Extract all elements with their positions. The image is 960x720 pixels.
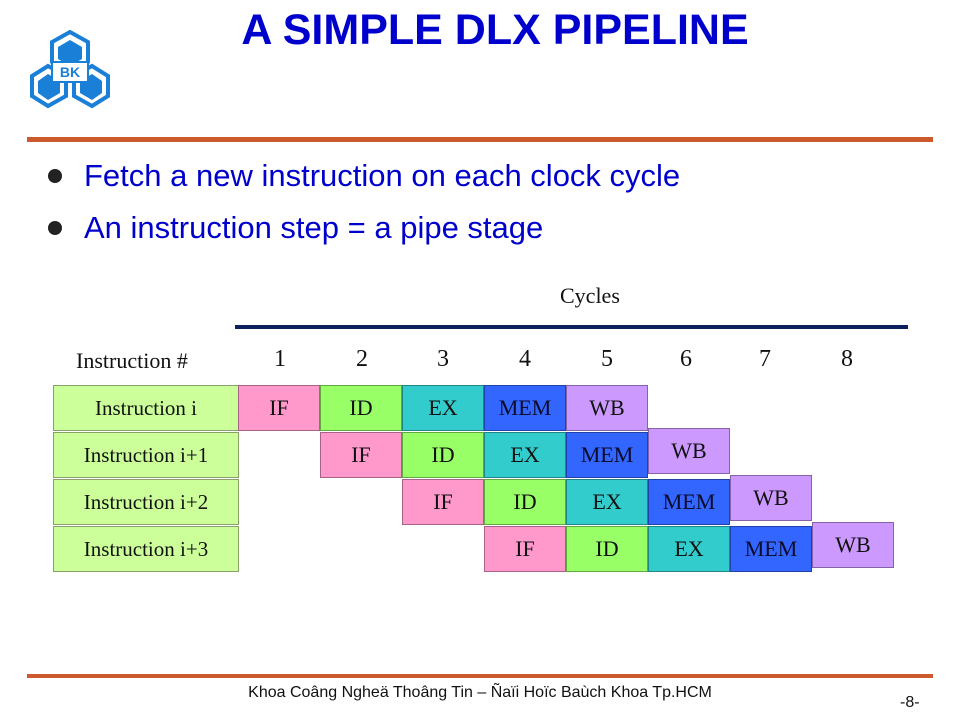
stage-id: ID: [566, 526, 648, 572]
stage-wb: WB: [730, 475, 812, 521]
cycle-number-1: 1: [274, 346, 286, 372]
stage-wb: WB: [648, 428, 730, 474]
stage-ex: EX: [484, 432, 566, 478]
instruction-row-label: Instruction i+3: [53, 526, 239, 572]
stage-wb: WB: [566, 385, 648, 431]
bullet-dot-icon: [48, 169, 62, 183]
stage-id: ID: [484, 479, 566, 525]
stage-wb: WB: [812, 522, 894, 568]
stage-mem: MEM: [484, 385, 566, 431]
instruction-row-label: Instruction i+1: [53, 432, 239, 478]
logo-text: BK: [60, 64, 80, 80]
cycle-number-3: 3: [437, 346, 449, 372]
bullet-text: An instruction step = a pipe stage: [84, 210, 544, 245]
instruction-row-label: Instruction i+2: [53, 479, 239, 525]
stage-id: ID: [320, 385, 402, 431]
bk-logo: BK: [30, 29, 110, 110]
stage-if: IF: [320, 432, 402, 478]
stage-if: IF: [484, 526, 566, 572]
instruction-row-label: Instruction i: [53, 385, 239, 431]
bullet-item: Fetch a new instruction on each clock cy…: [48, 150, 680, 202]
cycles-axis-line: [235, 325, 908, 329]
bottom-divider: [27, 674, 933, 678]
stage-mem: MEM: [566, 432, 648, 478]
stage-if: IF: [238, 385, 320, 431]
footer-text: Khoa Coâng Ngheä Thoâng Tin – Ñaïi Hoïc …: [248, 684, 712, 701]
bullet-list: Fetch a new instruction on each clock cy…: [48, 150, 680, 254]
instruction-header: Instruction #: [76, 348, 188, 373]
stage-id: ID: [402, 432, 484, 478]
page-number: -8-: [900, 694, 920, 711]
cycle-number-4: 4: [519, 346, 531, 372]
cycle-number-7: 7: [759, 346, 771, 372]
cycle-number-8: 8: [841, 346, 853, 372]
cycles-label: Cycles: [560, 283, 620, 308]
page-title: A SIMPLE DLX PIPELINE: [241, 6, 749, 54]
stage-if: IF: [402, 479, 484, 525]
top-divider: [27, 137, 933, 142]
bullet-text: Fetch a new instruction on each clock cy…: [84, 158, 681, 193]
stage-mem: MEM: [730, 526, 812, 572]
cycle-number-2: 2: [356, 346, 368, 372]
stage-ex: EX: [566, 479, 648, 525]
cycle-number-5: 5: [601, 346, 613, 372]
stage-ex: EX: [402, 385, 484, 431]
stage-ex: EX: [648, 526, 730, 572]
cycle-number-6: 6: [680, 346, 692, 372]
bullet-dot-icon: [48, 221, 62, 235]
bullet-item: An instruction step = a pipe stage: [48, 202, 680, 254]
stage-mem: MEM: [648, 479, 730, 525]
